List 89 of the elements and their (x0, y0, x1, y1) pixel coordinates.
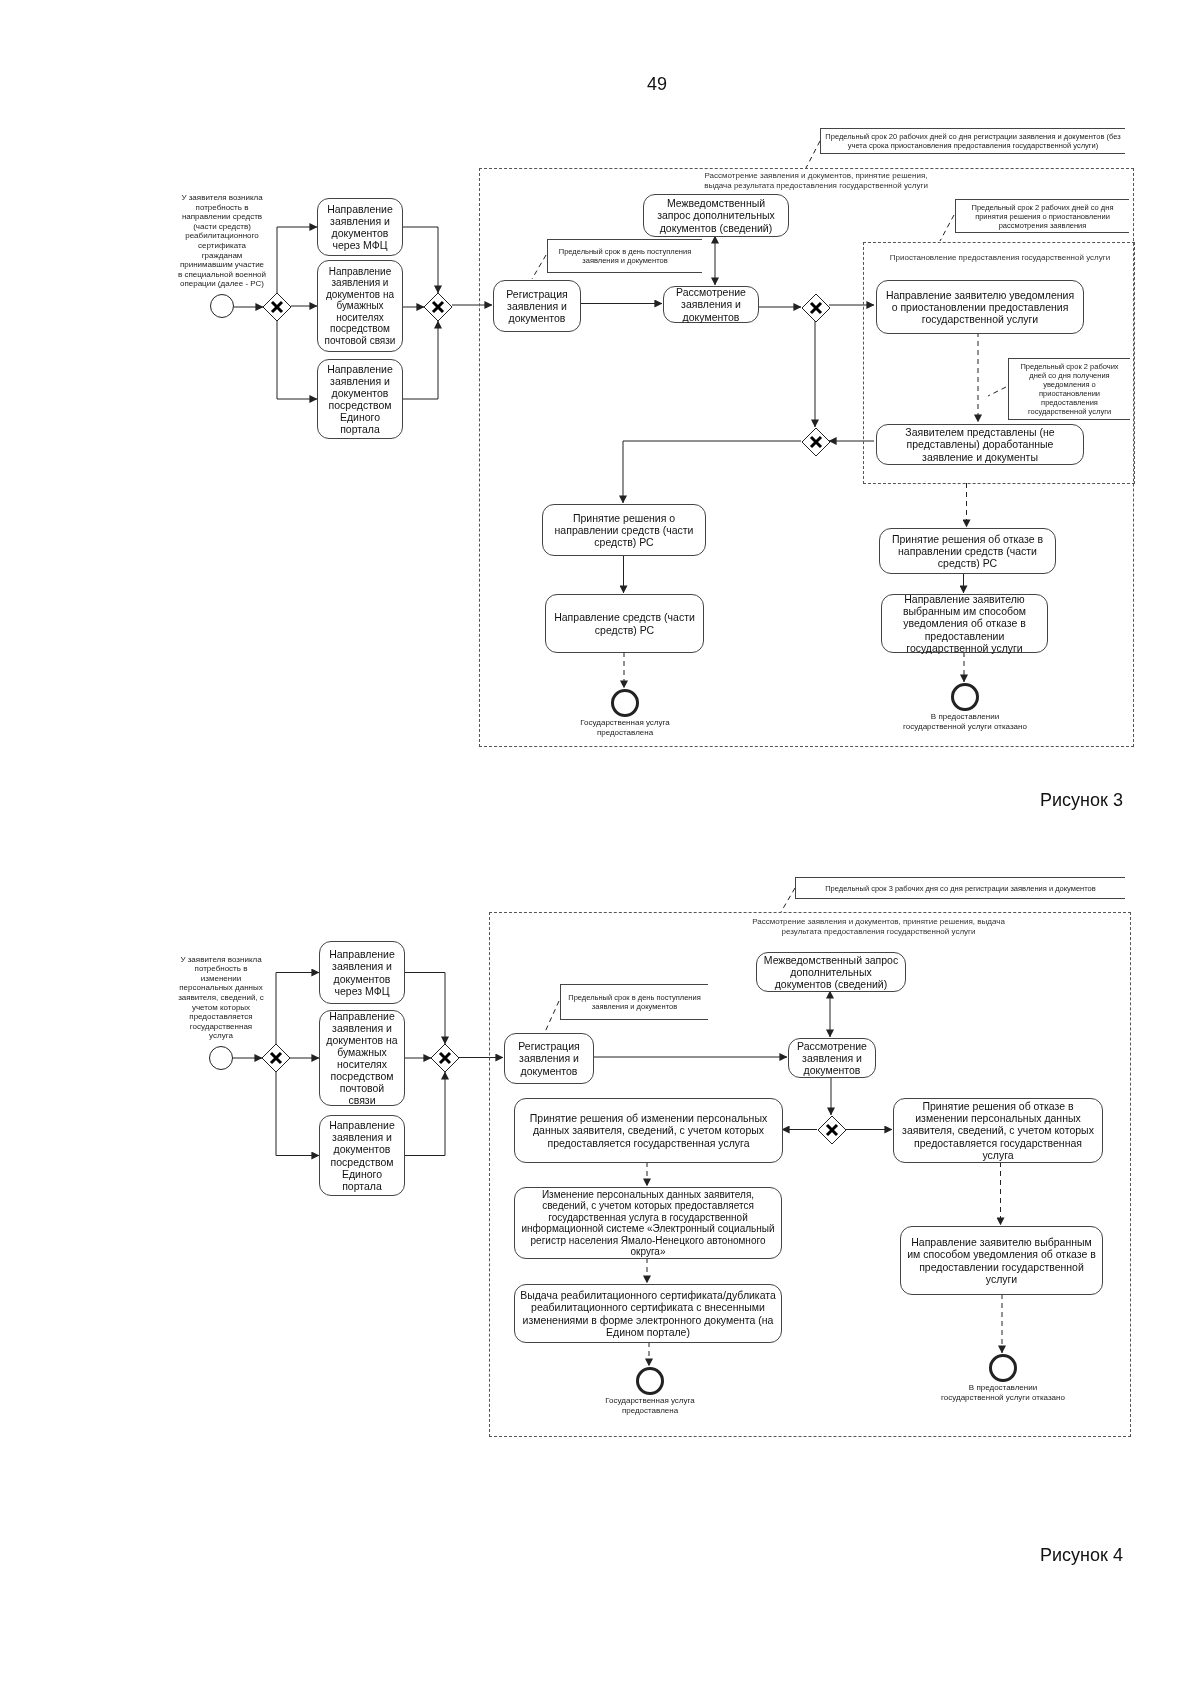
flow-arrow (645, 1341, 653, 1367)
flow-arrow (404, 1071, 449, 1156)
task-box: Направление заявления и документов через МФЦ (319, 941, 405, 1004)
task-box: Рассмотрение заявления и документов (788, 1038, 876, 1078)
flow-arrow (275, 1071, 320, 1160)
event-caption: Государственная услуга предоставлена (579, 718, 671, 738)
task-box: Направление заявления и документов посредством Единого портала (317, 359, 403, 439)
task-box: Изменение персональных данных заявителя, сведений, с учетом которых предоставляется государственная услуга в государственной информационной системе «Электронный социальный регистр населения Ямало-Ненецкого автономного округа» (514, 1187, 782, 1259)
leader-line (544, 1000, 560, 1033)
flow-arrow (276, 320, 318, 403)
leader-line (780, 887, 796, 913)
flow-arrow (757, 303, 802, 311)
gateway-diamond (262, 1044, 290, 1072)
page-number: 49 (647, 74, 667, 95)
gateway-diamond (802, 294, 830, 322)
figure-caption: Рисунок 4 (1040, 1545, 1123, 1566)
flow-arrow (811, 320, 819, 428)
flow-arrow (962, 482, 971, 528)
group-title: Рассмотрение заявления и документов, принятие решения, выдача результата предоставления государственной услуги (751, 917, 1006, 937)
task-box: Принятие решения об отказе в направлении средств (части средств) РС (879, 528, 1056, 574)
task-box: Рассмотрение заявления и документов (663, 286, 759, 323)
flow-arrow (402, 320, 442, 400)
event-caption: У заявителя возникла потребность в направлении средств (части средств) реабилитационного сертификата гражданам принимавшим участие в специальной военной операции (далее - РС) (178, 193, 266, 289)
task-box: Направление заявления и документов на бумажных носителях посредством почтовой связи (319, 1010, 405, 1106)
dashed-group-frame (479, 168, 1134, 747)
flow-arrow (404, 1054, 432, 1062)
flow-arrow (232, 1054, 263, 1062)
flow-arrow (826, 990, 834, 1038)
task-box: Заявителем представлены (не представлены) доработанные заявление и документы (876, 424, 1084, 465)
task-box: Направление заявителю выбранным им способом уведомления об отказе в предоставлении государственной услуги (881, 594, 1048, 653)
flow-arrow (620, 651, 628, 689)
group-title: Рассмотрение заявления и документов, принятие решения, выдача результата предоставления государственной услуги (703, 171, 929, 191)
flow-arrow (275, 968, 320, 1045)
flow-arrow (276, 223, 318, 294)
flow-arrow (451, 301, 493, 309)
leader-line (805, 140, 821, 169)
task-box: Направление заявителю выбранным им способом уведомления об отказе в предоставлении государственной услуги (900, 1226, 1103, 1295)
task-box: Принятие решения о направлении средств (части средств) РС (542, 504, 706, 556)
event-caption: У заявителя возникла потребность в изменении персональных данных заявителя, сведений, с учетом которых предоставляется государственная услуга (177, 954, 265, 1041)
dashed-group-frame (489, 912, 1131, 1437)
gateway-diamond (818, 1116, 846, 1144)
flow-arrow (290, 302, 318, 310)
flow-arrow (643, 1257, 651, 1284)
flow-arrow (402, 303, 425, 311)
task-box: Принятие решения об изменении персональных данных заявителя, сведений, с учетом которых предоставляется государственная услуга (514, 1098, 783, 1163)
flow-arrow (998, 1293, 1006, 1354)
group-title: Приостановление предоставления государственной услуги (888, 253, 1112, 263)
flow-arrow (844, 1125, 893, 1134)
flow-arrow (827, 1076, 835, 1116)
gateway-diamond (424, 293, 452, 321)
flow-arrow (458, 1053, 504, 1062)
flow-arrow (960, 651, 968, 683)
dashed-group-frame (863, 242, 1135, 484)
flow-arrow (828, 437, 875, 445)
flow-arrow (643, 1161, 651, 1187)
flow-arrow (828, 301, 875, 309)
flow-arrow (592, 1053, 788, 1061)
event-caption: В предоставлении государственной услуги отказано (940, 1383, 1066, 1403)
figure-caption: Рисунок 3 (1040, 790, 1123, 811)
task-box: Регистрация заявления и документов (504, 1033, 594, 1084)
task-box: Направление заявления и документов на бумажных носителях посредством почтовой связи (317, 260, 403, 352)
task-box: Принятие решения об отказе в изменении персональных данных заявителя, сведений, с учетом которых предоставляется государственная услуга (893, 1098, 1103, 1163)
task-box: Межведомственный запрос дополнительных документов (сведений) (756, 952, 906, 992)
task-box: Межведомственный запрос дополнительных документов (сведений) (643, 194, 789, 237)
event-caption: Государственная услуга предоставлена (604, 1396, 696, 1416)
task-box: Регистрация заявления и документов (493, 280, 581, 332)
leader-line (987, 386, 1007, 397)
flow-arrow (619, 554, 628, 594)
flow-arrow (579, 299, 663, 308)
task-box: Направление средств (части средств) РС (545, 594, 704, 653)
flow-arrow (959, 572, 968, 594)
gateway-diamond (802, 428, 830, 456)
flow-arrow (402, 226, 442, 294)
flow-arrow (619, 440, 802, 504)
task-box: Выдача реабилитационного сертификата/дубликата реабилитационного сертификата с внесенными изменениями в форме электронного документа (на Едином портале) (514, 1284, 782, 1343)
event-caption: В предоставлении государственной услуги отказано (902, 712, 1028, 732)
gateway-diamond (263, 293, 291, 321)
flow-arrow (233, 303, 264, 311)
flow-arrow (781, 1125, 818, 1134)
flow-arrow (711, 235, 719, 286)
flow-arrow (289, 1054, 320, 1062)
leader-line (939, 214, 955, 242)
leader-line (531, 254, 547, 280)
flow-arrow (404, 972, 449, 1045)
flow-arrow (996, 1161, 1005, 1226)
task-box: Направление заявления и документов посредством Единого портала (319, 1115, 405, 1196)
task-box: Направление заявителю уведомления о приостановлении предоставления государственной услуги (876, 280, 1084, 334)
task-box: Направление заявления и документов через МФЦ (317, 198, 403, 256)
gateway-diamond (431, 1044, 459, 1072)
